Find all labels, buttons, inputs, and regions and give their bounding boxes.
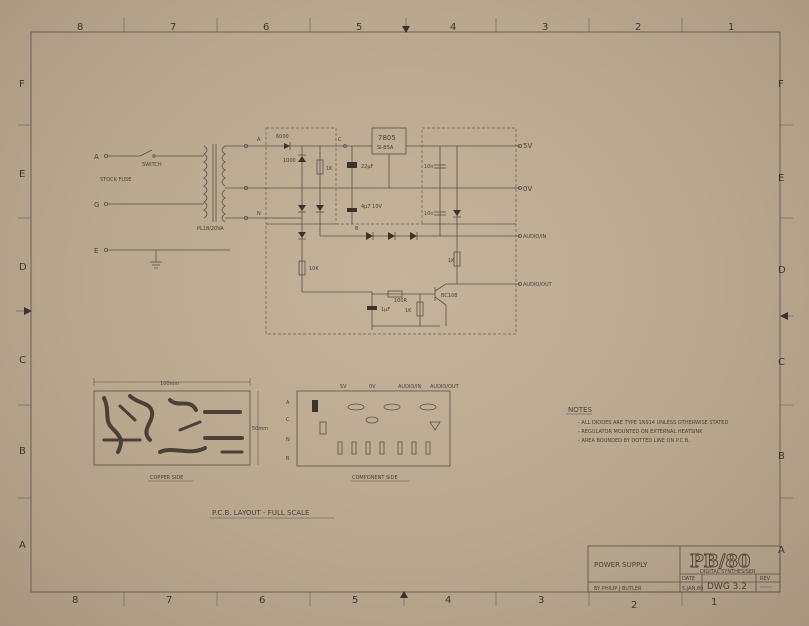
col-label: 2 [631, 600, 637, 611]
title-block-drawn-by: BY PHILIP J BUTLER [594, 586, 642, 592]
col-label: 7 [166, 595, 172, 606]
comp-1uf: 1µF [381, 307, 390, 313]
col-label: 5 [352, 595, 358, 606]
notes-block: NOTES - ALL DIODES ARE TYPE 1N914 UNLESS… [566, 406, 728, 444]
col-label: 5 [356, 22, 362, 33]
comp-100r: 100R [394, 298, 408, 304]
title-block-logo: PB/80 [690, 551, 750, 572]
comp-10n-b: 10n [424, 211, 434, 217]
col-label: 6 [263, 22, 269, 33]
pcb-side-c: C [286, 417, 290, 423]
row-labels-left: F E D C B A [19, 79, 27, 551]
output-audio-out: AUDIO/OUT [523, 282, 553, 288]
row-ticks [16, 124, 794, 499]
col-label: 4 [445, 595, 451, 606]
component-side-caption: COMPONENT SIDE [352, 475, 398, 481]
comp-10n-a: 10n [424, 164, 434, 170]
row-label: D [778, 265, 786, 276]
comp-1k-b: 1K [405, 308, 412, 314]
copper-side-caption: COPPER SIDE [150, 475, 183, 481]
comp-10k: 10K [309, 266, 319, 272]
row-label: A [19, 540, 26, 551]
comp-bc108: BC108 [441, 293, 457, 299]
pcb-height-dim: 50mm [252, 426, 268, 432]
col-label: 8 [72, 595, 78, 606]
row-label: C [19, 355, 26, 366]
node-label-c: C [338, 137, 342, 143]
transformer-label: PL18/20VA [197, 226, 224, 232]
pcb-top-audio-in: AUDIO/IN [398, 384, 421, 390]
title-block-date-label: DATE [682, 576, 695, 582]
input-label-a: A [94, 153, 99, 161]
comp-1000: 1000 [283, 158, 296, 164]
row-label: F [19, 79, 25, 90]
col-label: 4 [450, 22, 456, 33]
col-label: 1 [711, 597, 717, 608]
note-item: - ALL DIODES ARE TYPE 1N914 UNLESS OTHER… [578, 420, 728, 426]
input-label-g: G [94, 201, 99, 209]
col-label: 8 [77, 22, 83, 33]
pcb-width-dim: 100mm [160, 381, 179, 387]
pcb-side-a: A [286, 400, 290, 406]
col-label: 1 [728, 22, 734, 33]
schematic-circuit: A G E STOCK FUSE SWITCH PL18/20VA A N [94, 127, 553, 335]
pcb-top-5v: 5V [340, 384, 347, 390]
pcb-component-side: 5V 0V AUDIO/IN AUDIO/OUT A C N B COMPONE… [286, 384, 460, 482]
column-labels-bottom: 8 7 6 5 4 3 2 1 [72, 595, 717, 611]
output-audio-in: AUDIO/IN [523, 234, 546, 240]
row-label: A [778, 545, 785, 556]
row-label: B [778, 451, 785, 462]
pcb-side-b: B [286, 456, 290, 462]
col-label: 3 [542, 22, 548, 33]
row-label: F [778, 79, 784, 90]
col-label: 3 [538, 595, 544, 606]
title-block-subtitle: DIGITAL SYNTHESISER [700, 569, 756, 575]
comp-22uf: 22µF [361, 164, 374, 170]
title-block-rev-label: REV [760, 576, 771, 582]
comp-4u7: 4µ7 10V [361, 204, 382, 210]
col-label: 2 [635, 22, 641, 33]
node-label-n: N [257, 211, 261, 217]
row-label: D [19, 262, 27, 273]
output-0v: 0V [523, 185, 532, 193]
row-label: B [19, 446, 26, 457]
pcb-layout-caption: P.C.B. LAYOUT - FULL SCALE [212, 509, 309, 517]
comp-1k-c: 1K [448, 258, 455, 264]
input-label-e: E [94, 247, 98, 255]
node-label-a: A [257, 137, 261, 143]
comp-6000: 6000 [276, 134, 289, 140]
row-labels-right: F E D C B A [778, 79, 786, 556]
output-5v: 5V [523, 142, 532, 150]
node-label-b: B [355, 226, 359, 232]
row-label: E [19, 169, 25, 180]
title-block: POWER SUPPLY PB/80 DIGITAL SYNTHESISER B… [587, 545, 781, 593]
note-item: - AREA BOUNDED BY DOTTED LINE ON P.C.B. [578, 438, 690, 444]
comp-1k: 1K [326, 166, 333, 172]
row-label: E [778, 173, 784, 184]
title-block-date: 5.JAN.80 [682, 586, 703, 592]
note-item: - REGULATOR MOUNTED ON EXTERNAL HEATSINK [578, 429, 703, 435]
fuse-label: STOCK FUSE [100, 177, 131, 183]
regulator-suffix: SI-B5A [377, 145, 394, 151]
pcb-top-audio-out: AUDIO/OUT [430, 384, 460, 390]
row-label: C [778, 357, 785, 368]
pcb-top-0v: 0V [369, 384, 376, 390]
title-block-dwg: DWG 3.2 [707, 582, 747, 592]
column-labels-top: 8 7 6 5 4 3 2 1 [77, 22, 734, 33]
column-ticks [123, 18, 683, 606]
notes-title: NOTES [568, 406, 592, 414]
pcb-copper-side: 100mm 50mm COPPER SIDE [93, 378, 268, 482]
pcb-side-n: N [286, 437, 290, 443]
switch-label: SWITCH [142, 162, 162, 168]
col-label: 6 [259, 595, 265, 606]
col-label: 7 [170, 22, 176, 33]
regulator-part: 7805 [378, 134, 396, 142]
title-block-title: POWER SUPPLY [594, 561, 648, 569]
